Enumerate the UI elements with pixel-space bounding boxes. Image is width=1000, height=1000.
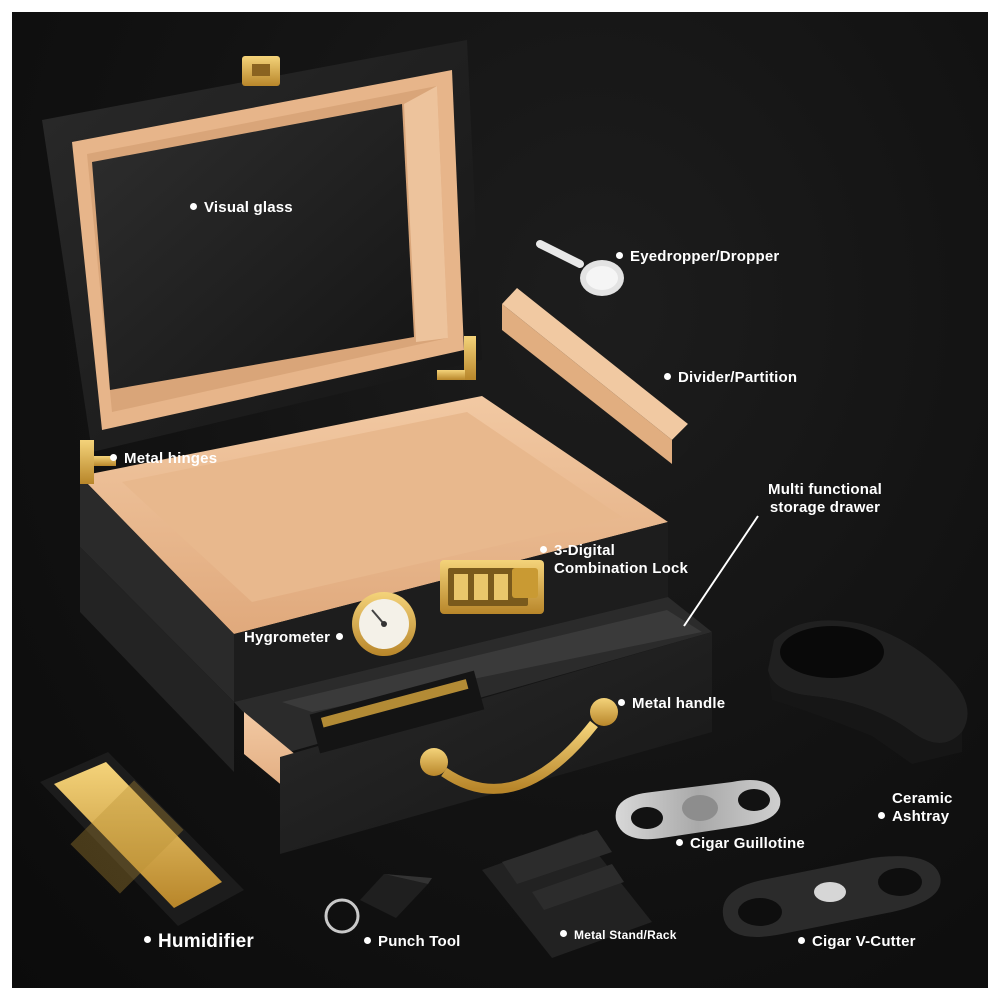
callout-metal-stand: Metal Stand/Rack — [560, 926, 677, 945]
ceramic-ashtray — [768, 620, 968, 764]
punch-tool — [324, 874, 432, 934]
callout-metal-handle: Metal handle — [618, 694, 725, 713]
metal-handle — [420, 698, 618, 794]
humidor-lid — [42, 40, 482, 452]
callout-metal-hinges: Metal hinges — [110, 449, 217, 468]
visual-glass-panel — [92, 104, 414, 390]
combination-lock — [440, 560, 544, 614]
humidor-box — [80, 396, 668, 772]
callout-cigar-v-cutter: Cigar V-Cutter — [798, 932, 916, 951]
callout-eyedropper: Eyedropper/Dropper — [616, 247, 779, 266]
humidifier — [40, 752, 244, 926]
humidor-illustration — [40, 40, 968, 958]
callout-cigar-guillotine: Cigar Guillotine — [676, 834, 805, 853]
callout-visual-glass: Visual glass — [190, 198, 293, 217]
callout-hygrometer: Hygrometer — [244, 628, 344, 647]
lid-clasp — [242, 56, 280, 86]
callout-divider: Divider/Partition — [664, 368, 797, 387]
storage-drawer — [234, 597, 712, 854]
metal-stand — [482, 830, 652, 958]
cigar-guillotine — [615, 780, 781, 840]
eyedropper — [536, 240, 624, 296]
callout-combination-lock: 3-Digital Combination Lock — [540, 542, 688, 578]
divider-partition — [502, 288, 688, 464]
drawer-pointer-line — [683, 515, 759, 627]
callout-ceramic-ashtray: Ceramic Ashtray — [878, 790, 953, 826]
product-image: Visual glass Eyedropper/Dropper Divider/… — [12, 12, 988, 988]
callout-humidifier: Humidifier — [144, 932, 254, 951]
hygrometer-dial — [352, 592, 416, 656]
callout-storage-drawer: Multi functional storage drawer — [768, 481, 883, 516]
cigar-v-cutter — [722, 856, 941, 937]
metal-hinges — [80, 336, 476, 484]
callout-punch-tool: Punch Tool — [364, 932, 461, 951]
